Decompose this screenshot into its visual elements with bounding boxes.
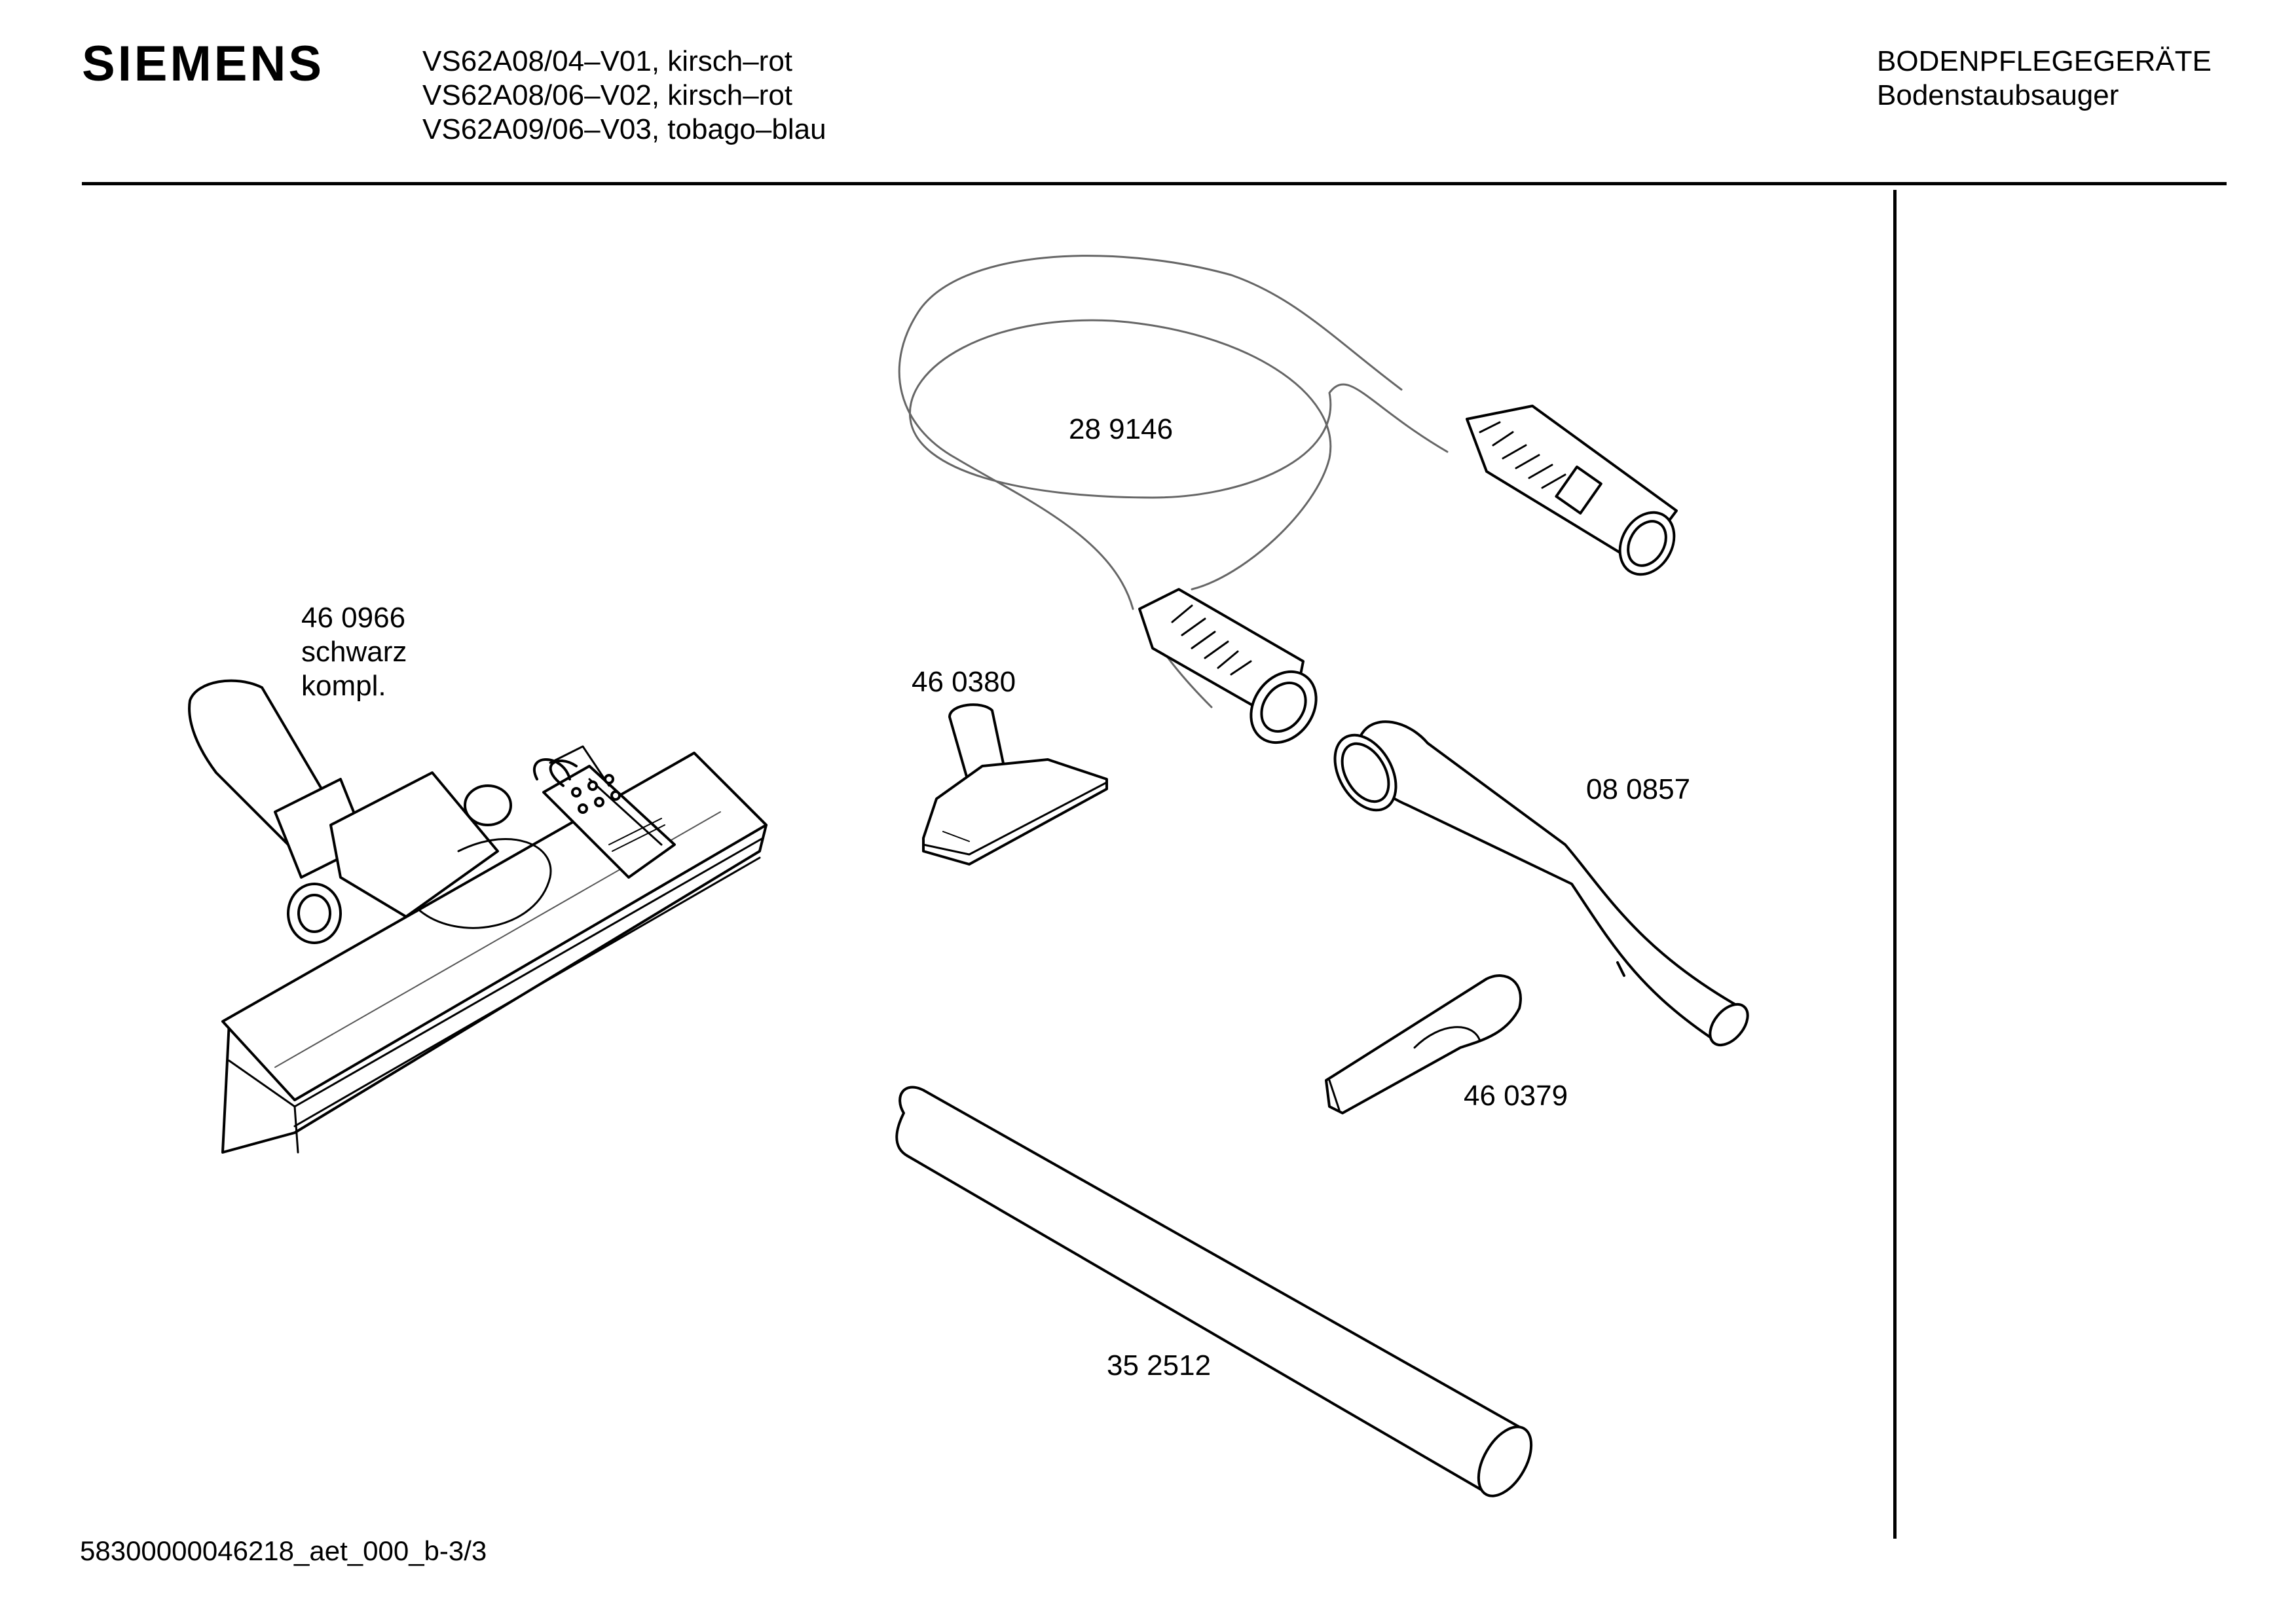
category-block: BODENPFLEGEGERÄTE Bodenstaubsauger xyxy=(1877,45,2212,113)
hose-connector-upper xyxy=(1466,405,1678,576)
label-upholstery-nozzle: 46 0380 xyxy=(912,666,1016,698)
extension-tube-drawing xyxy=(895,1086,1533,1497)
brand-logo: SIEMENS xyxy=(82,36,325,92)
margin-divider xyxy=(1893,190,1897,1539)
label-handle-tube: 08 0857 xyxy=(1586,773,1691,805)
upholstery-nozzle-drawing xyxy=(922,703,1108,866)
category-subtitle: Bodenstaubsauger xyxy=(1877,79,2119,111)
header-divider xyxy=(82,182,2227,185)
model-line-1: VS62A08/04–V01, kirsch–rot xyxy=(422,45,793,77)
label-extension-tube: 35 2512 xyxy=(1107,1349,1212,1382)
floor-nozzle-part-number: 46 0966 xyxy=(301,602,406,634)
hose-connector-lower xyxy=(1138,588,1318,744)
label-crevice-nozzle: 46 0379 xyxy=(1464,1080,1568,1112)
handle-tube-drawing xyxy=(1333,720,1749,1046)
floor-nozzle-note: kompl. xyxy=(301,670,386,702)
document-id: 58300000046218_aet_000_b-3/3 xyxy=(80,1535,487,1566)
model-line-2: VS62A08/06–V02, kirsch–rot xyxy=(422,79,793,111)
floor-nozzle-drawing xyxy=(188,679,768,1154)
label-floor-nozzle: 46 0966 schwarz kompl. xyxy=(301,601,407,703)
crevice-nozzle-drawing xyxy=(1325,974,1522,1114)
label-hose: 28 9146 xyxy=(1069,413,1174,445)
model-list: VS62A08/04–V01, kirsch–rot VS62A08/06–V0… xyxy=(422,45,826,147)
category-title: BODENPFLEGEGERÄTE xyxy=(1877,45,2212,77)
model-line-3: VS62A09/06–V03, tobago–blau xyxy=(422,113,826,145)
floor-nozzle-color: schwarz xyxy=(301,636,407,668)
